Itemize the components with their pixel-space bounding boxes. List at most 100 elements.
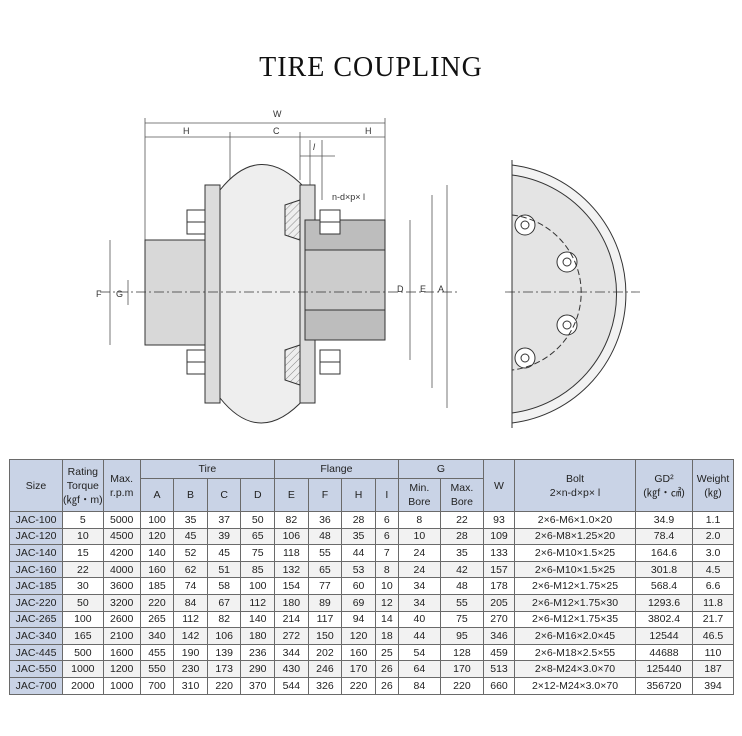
table-cell: 120 <box>341 627 376 645</box>
col-group-g: G <box>397 459 485 479</box>
col-rating-torque: Rating Torque (㎏f・m) <box>62 459 104 512</box>
table-cell: 165 <box>62 627 104 645</box>
table-cell: 54 <box>397 643 441 662</box>
col-flange-e: E <box>274 478 309 512</box>
table-cell: 2×6-M10×1.5×25 <box>514 560 636 579</box>
table-cell: 48 <box>439 577 485 595</box>
table-cell: 46.5 <box>692 627 734 645</box>
table-cell: 133 <box>483 544 515 562</box>
row-size-cell: JAC-265 <box>9 610 63 629</box>
table-cell: 3.0 <box>692 544 734 562</box>
table-cell: 340 <box>139 627 175 645</box>
table-cell: 220 <box>139 593 175 612</box>
table-cell: 44 <box>397 627 441 645</box>
table-cell: 178 <box>483 577 515 595</box>
table-cell: 24 <box>397 560 441 579</box>
table-cell: 30 <box>62 577 104 595</box>
table-cell: 45 <box>206 544 242 562</box>
table-cell: 346 <box>483 627 515 645</box>
table-cell: 1293.6 <box>635 593 693 612</box>
table-cell: 6 <box>374 511 399 529</box>
table-cell: 84 <box>173 593 208 612</box>
col-group-flange: Flange <box>274 459 399 479</box>
table-cell: 106 <box>274 527 309 546</box>
dim-l-label: l <box>313 142 316 152</box>
table-cell: 78.4 <box>635 527 693 546</box>
table-cell: 42 <box>439 560 485 579</box>
col-tire-d: D <box>240 478 276 512</box>
col-tire-b: B <box>173 478 208 512</box>
table-cell: 1.1 <box>692 511 734 529</box>
table-cell: 26 <box>374 660 399 678</box>
table-cell: 100 <box>139 511 175 529</box>
row-size-cell: JAC-185 <box>9 577 63 595</box>
row-size-cell: JAC-220 <box>9 593 63 612</box>
table-cell: 1200 <box>102 660 141 678</box>
col-flange-i: I <box>374 478 399 512</box>
table-cell: 180 <box>240 627 276 645</box>
table-cell: 34 <box>397 577 441 595</box>
table-cell: 69 <box>341 593 376 612</box>
table-cell: 2×6-M12×1.75×25 <box>514 577 636 595</box>
table-cell: 120 <box>139 527 175 546</box>
table-cell: 150 <box>307 627 343 645</box>
dim-h-right-label: H <box>365 126 372 136</box>
table-cell: 4.5 <box>692 560 734 579</box>
col-size: Size <box>9 459 63 512</box>
table-cell: 21.7 <box>692 610 734 629</box>
table-cell: 3200 <box>102 593 141 612</box>
table-cell: 2.0 <box>692 527 734 546</box>
table-cell: 26 <box>374 676 399 695</box>
table-cell: 370 <box>240 676 276 695</box>
table-cell: 160 <box>341 643 376 662</box>
table-cell: 55 <box>307 544 343 562</box>
table-cell: 34 <box>397 593 441 612</box>
table-cell: 10 <box>62 527 104 546</box>
table-cell: 34.9 <box>635 511 693 529</box>
table-cell: 2×6-M18×2.5×55 <box>514 643 636 662</box>
dim-w-label: W <box>273 109 282 119</box>
table-cell: 65 <box>240 527 276 546</box>
table-cell: 220 <box>206 676 242 695</box>
table-cell: 8 <box>397 511 441 529</box>
table-cell: 75 <box>240 544 276 562</box>
table-cell: 18 <box>374 627 399 645</box>
row-size-cell: JAC-550 <box>9 660 63 678</box>
dim-d-label: D <box>397 284 404 294</box>
table-cell: 301.8 <box>635 560 693 579</box>
table-cell: 170 <box>439 660 485 678</box>
table-cell: 326 <box>307 676 343 695</box>
table-cell: 128 <box>439 643 485 662</box>
table-cell: 14 <box>374 610 399 629</box>
table-cell: 139 <box>206 643 242 662</box>
table-cell: 2×6-M12×1.75×35 <box>514 610 636 629</box>
col-tire-a: A <box>139 478 175 512</box>
table-cell: 4500 <box>102 527 141 546</box>
row-size-cell: JAC-120 <box>9 527 63 546</box>
table-cell: 202 <box>307 643 343 662</box>
table-cell: 1000 <box>62 660 104 678</box>
dim-e-label: E <box>420 284 426 294</box>
col-flange-h: H <box>341 478 376 512</box>
table-cell: 44 <box>341 544 376 562</box>
table-cell: 310 <box>173 676 208 695</box>
col-g-max-bore: Max. Bore <box>439 478 485 512</box>
table-cell: 3600 <box>102 577 141 595</box>
table-cell: 93 <box>483 511 515 529</box>
col-tire-c: C <box>206 478 242 512</box>
table-cell: 6 <box>374 527 399 546</box>
table-cell: 55 <box>439 593 485 612</box>
table-cell: 544 <box>274 676 309 695</box>
table-cell: 28 <box>341 511 376 529</box>
coupling-side-view <box>100 164 460 424</box>
spec-table: Size Rating Torque (㎏f・m) Max. r.p.m Tir… <box>9 459 734 695</box>
table-cell: 75 <box>439 610 485 629</box>
table-cell: 100 <box>62 610 104 629</box>
table-cell: 60 <box>341 577 376 595</box>
